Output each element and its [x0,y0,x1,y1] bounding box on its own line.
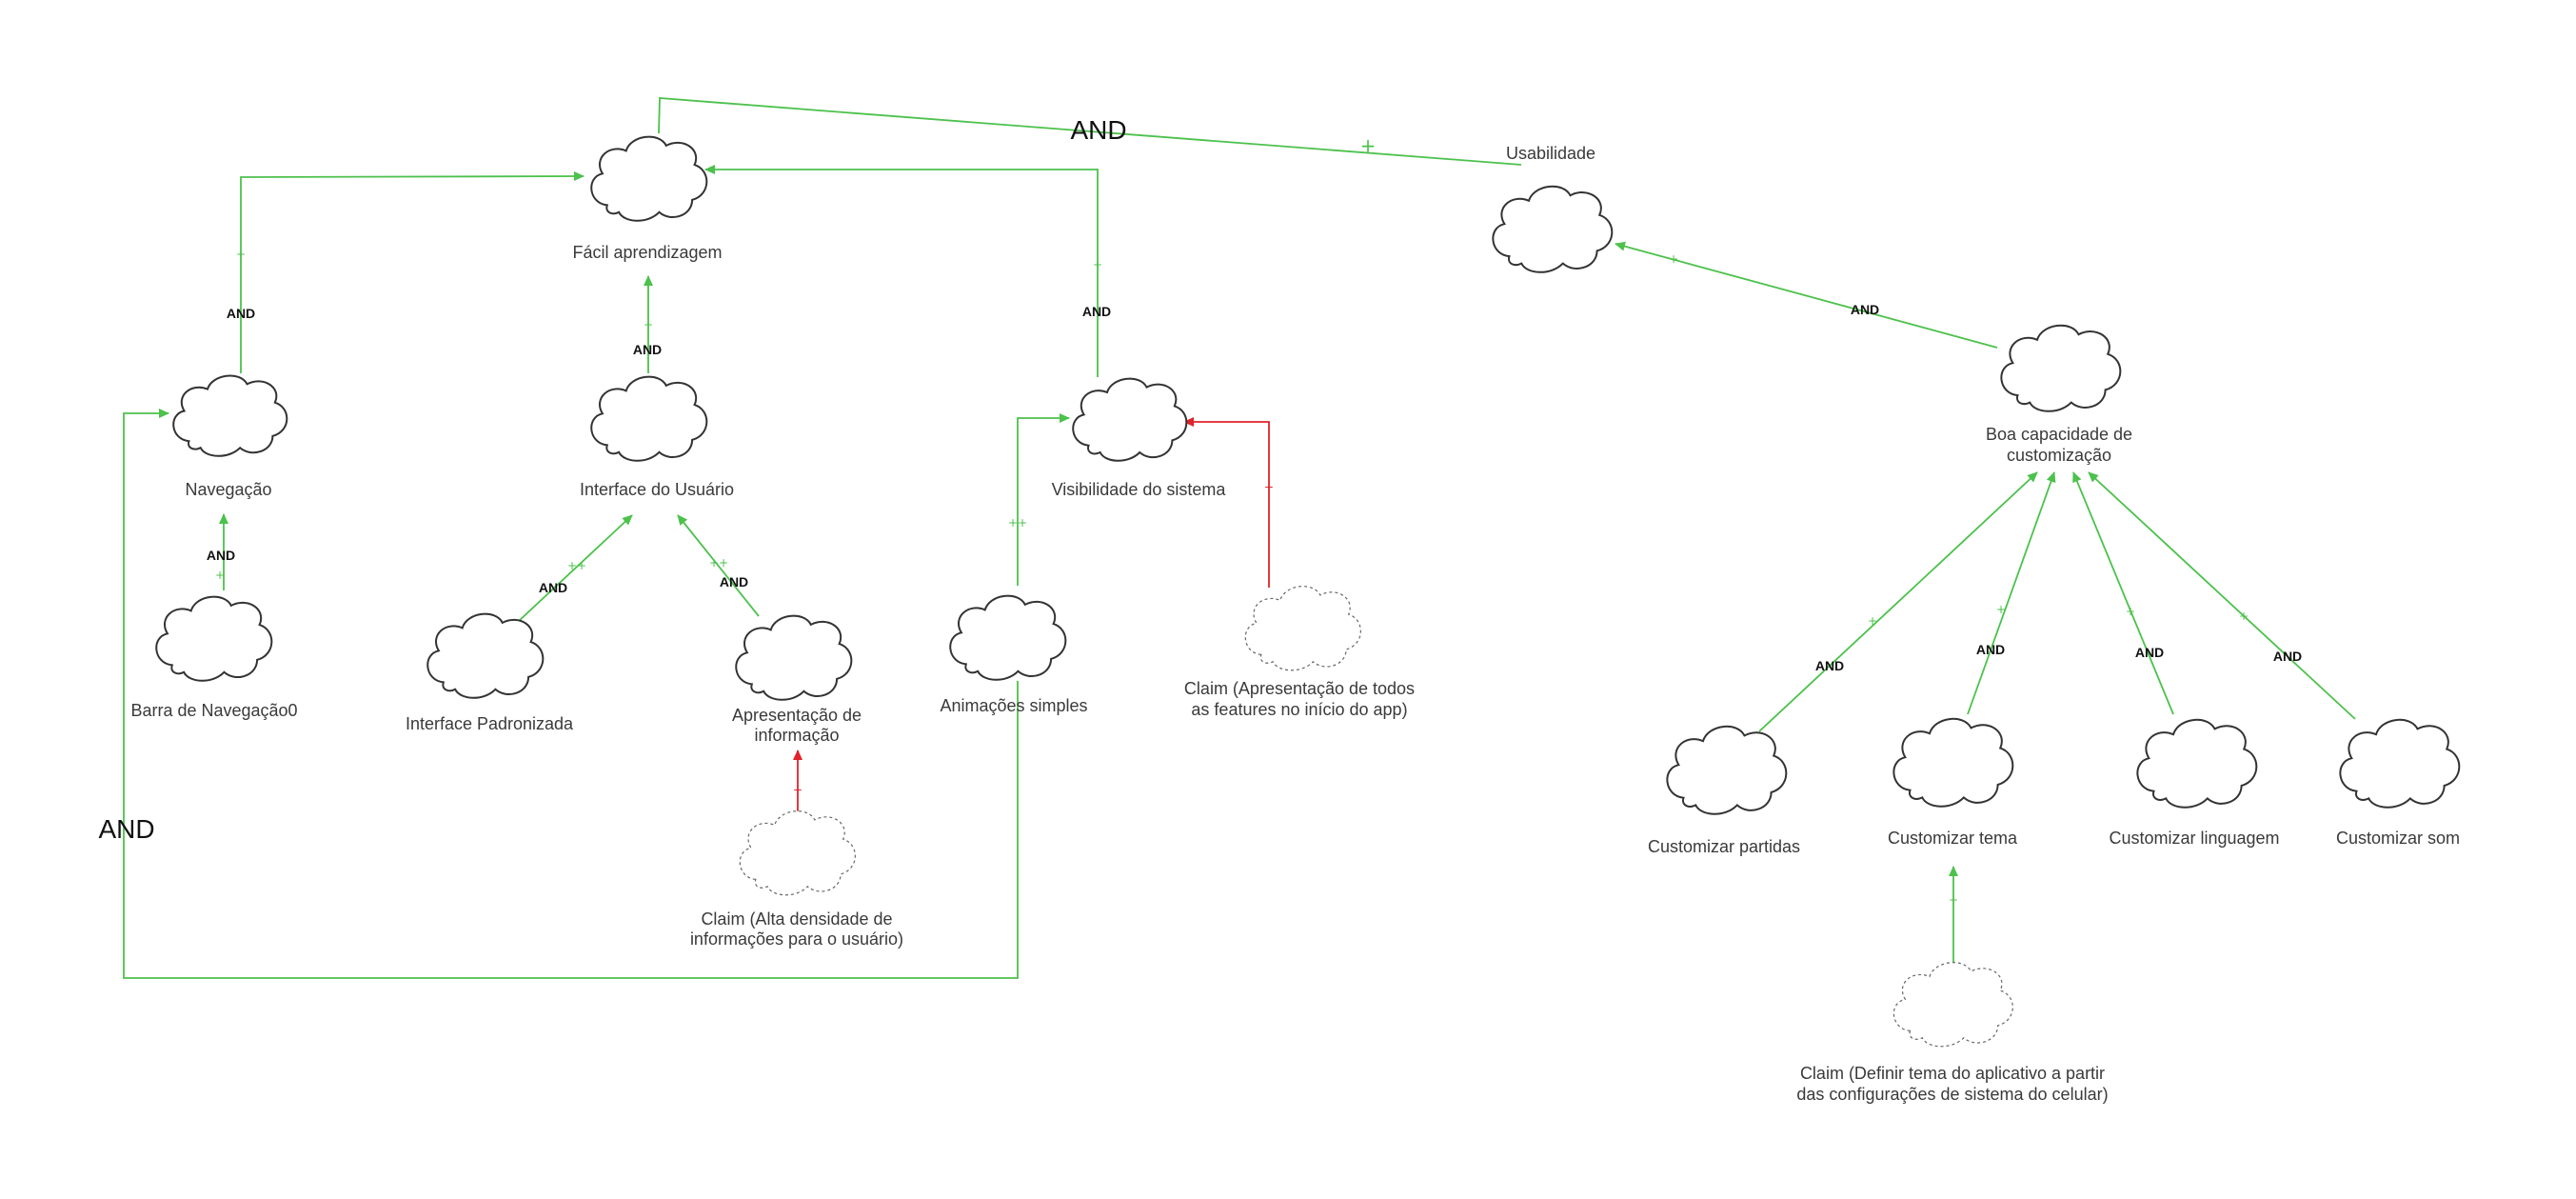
link-boa-cap-to-usabilidade[interactable] [1615,241,1998,349]
contribution-animacoes: ++ [1007,516,1028,530]
node-label-interface-usuario: Interface do Usuário [579,480,735,499]
contribution-customizar-linguagem: + [2125,605,2136,618]
and-label-left-big: AND [98,814,155,844]
node-label-boa-cap-line2: customização [2006,446,2112,465]
node-label-usabilidade: Usabilidade [1505,144,1596,163]
contribution-customizar-som: + [2238,609,2249,623]
node-label-claim-tema-line2: das configurações de sistema do celular) [1796,1085,2109,1104]
link-facil-to-usabilidade[interactable] [658,97,1522,166]
cloud-icon[interactable] [735,614,853,701]
contribution-navegacao: + [235,248,247,261]
dashed-cloud-icon[interactable] [1892,962,2013,1048]
cloud-icon[interactable] [172,374,288,457]
contribution-interface-padronizada: ++ [566,559,587,572]
node-label-animacoes-simples: Animações simples [940,696,1088,715]
dashed-cloud-icon[interactable] [1244,586,1361,671]
node-label-claim-densidade-line2: informações para o usuário) [689,929,904,949]
contribution-barra: + [214,569,226,582]
and-label-barra: AND [206,548,236,563]
link-interface-pad-to-interface-usuario[interactable] [518,514,633,622]
contribution-apresentacao: ++ [708,556,729,570]
cloud-icon[interactable] [1072,377,1188,462]
node-label-apresentacao-line1: Apresentação de [731,706,862,725]
cloud-icon[interactable] [1892,717,2014,808]
cloud-icon[interactable] [1492,185,1614,273]
cloud-icon[interactable] [2136,718,2258,809]
contribution-customizar-partidas: + [1867,614,1878,628]
node-label-customizar-tema: Customizar tema [1887,829,2018,848]
node-label-apresentacao-line2: informação [754,726,840,745]
node-label-visibilidade: Visibilidade do sistema [1051,480,1226,499]
link-navegacao-to-facil[interactable] [240,171,585,373]
link-animacoes-loop-to-navegacao[interactable] [123,409,1019,979]
cloud-icon[interactable] [590,135,708,222]
cloud-icon[interactable] [2000,324,2122,412]
link-cust-partidas-to-boa-cap[interactable] [1758,471,2038,732]
node-label-interface-padronizada: Interface Padronizada [405,714,574,733]
and-label-interface-usuario: AND [632,342,663,357]
and-label-navegacao: AND [226,306,256,321]
and-label-customizar-som: AND [2272,649,2303,664]
contribution-claim-densidade: -- [793,783,803,796]
node-label-customizar-linguagem: Customizar linguagem [2109,829,2280,848]
contribution-customizar-tema: + [1995,603,2007,616]
and-label-customizar-tema: AND [1975,642,2006,657]
link-cust-linguagem-to-boa-cap[interactable] [2072,471,2174,715]
cloud-icon[interactable] [1666,725,1788,815]
cloud-icon[interactable] [949,594,1067,681]
and-label-customizar-linguagem: AND [2134,645,2165,660]
contribution-claim-features: -- [1264,480,1274,493]
node-label-customizar-som: Customizar som [2335,829,2461,848]
link-cust-som-to-boa-cap[interactable] [2088,471,2356,720]
node-label-claim-tema-line1: Claim (Definir tema do aplicativo a part… [1799,1064,2106,1083]
contribution-claim-tema: + [1948,893,1959,907]
and-label-visibilidade: AND [1081,304,1112,319]
link-visibilidade-to-facil[interactable] [704,165,1099,377]
contribution-interface-usuario: + [643,318,654,331]
cloud-icon[interactable] [590,375,708,462]
node-label-barra-navegacao: Barra de Navegação0 [130,701,298,720]
dashed-cloud-icon[interactable] [739,810,856,896]
node-label-customizar-partidas: Customizar partidas [1647,837,1801,856]
link-apresentacao-to-interface-usuario[interactable] [677,514,760,617]
node-label-facil-aprendizagem: Fácil aprendizagem [572,243,723,262]
contribution-top: + [1359,134,1377,157]
node-label-claim-features-line1: Claim (Apresentação de todos [1183,679,1416,698]
link-claim-features-to-visibilidade[interactable] [1183,417,1270,588]
node-label-navegacao: Navegação [185,480,272,499]
node-label-claim-features-line2: as features no início do app) [1191,700,1408,719]
node-label-boa-cap-line1: Boa capacidade de [1985,425,2133,444]
link-animacoes-to-visibilidade[interactable] [1017,413,1070,586]
and-label-boa-cap: AND [1850,302,1880,317]
link-cust-tema-to-boa-cap[interactable] [1967,471,2056,715]
contribution-visibilidade: + [1092,258,1103,271]
and-label-interface-padronizada: AND [538,580,568,595]
and-label-apresentacao: AND [719,574,749,590]
node-label-claim-densidade-line1: Claim (Alta densidade de [701,909,893,929]
and-label-customizar-partidas: AND [1814,658,1845,673]
cloud-icon[interactable] [2339,718,2461,809]
contribution-boa-cap: + [1668,252,1679,266]
and-label-top: AND [1070,115,1127,145]
cloud-icon[interactable] [426,612,545,699]
cloud-icon[interactable] [155,595,273,682]
